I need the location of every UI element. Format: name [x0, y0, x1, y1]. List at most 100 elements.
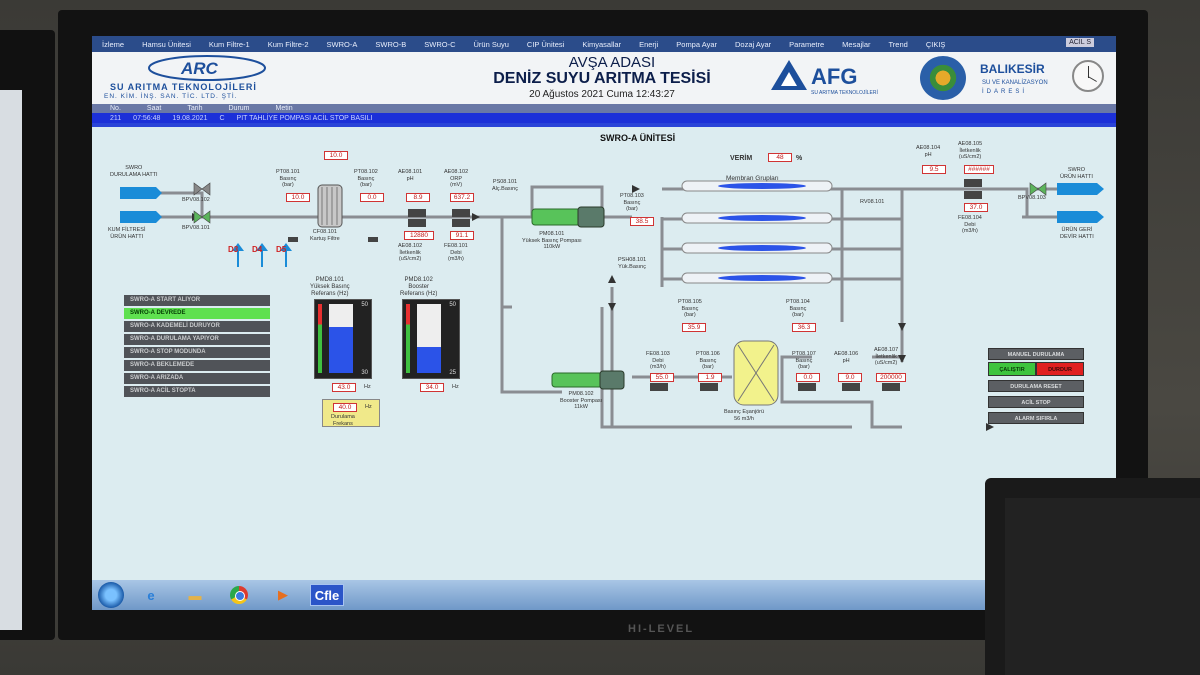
folder-icon[interactable]: ▬ — [188, 587, 202, 603]
left-monitor — [0, 30, 55, 640]
pmd101-label: PMD8.101 Yüksek Basınç Referans (Hz) — [310, 277, 350, 298]
alarm-reset-button[interactable]: ALARM SIFIRLA — [988, 412, 1084, 424]
menu-item[interactable]: CIP Ünitesi — [526, 39, 565, 49]
balikesir-text: BALIKESİR — [980, 62, 1045, 76]
pt105-label: PT08.105 Basınç (bar) — [678, 299, 702, 319]
menu-item[interactable]: Dozaj Ayar — [735, 39, 772, 49]
psh101-label: PSH08.101 Yük.Basınç — [618, 257, 647, 270]
ae106-label: AE08.106 pH — [834, 351, 859, 364]
gauge-fill — [417, 347, 441, 373]
datetime: 20 Ağustos 2021 Cuma 12:43:27 — [529, 89, 675, 100]
fe104-label: FE08.104 Debi (m3/h) — [958, 215, 982, 235]
balikesir-sub1: SU VE KANALİZASYON — [982, 80, 1048, 86]
flush-frequency-value[interactable]: 40.0 — [333, 403, 357, 412]
emergency-stop-button[interactable]: ACİL STOP — [988, 396, 1084, 408]
ie-icon[interactable]: e — [147, 587, 155, 603]
ae105b-value: 37.0 — [964, 203, 988, 212]
pt104-value: 36.3 — [792, 323, 816, 332]
dosing-d5-label: D5 — [276, 245, 287, 254]
swro-product-line-label: SWRO ÜRÜN HATTI — [1060, 167, 1093, 180]
pt102-value: 0.0 — [360, 193, 384, 202]
hmi-app-taskbar-button[interactable]: Cfle — [310, 584, 344, 606]
menu-item[interactable]: Hamsu Ünitesi — [142, 39, 191, 49]
bpv102-label: BPV08.102 — [182, 197, 210, 203]
menu-item[interactable]: Kum Filtre-2 — [267, 39, 309, 49]
afg-logo-sub: SU ARITMA TEKNOLOJİLERİ — [811, 89, 878, 96]
ae101-label: AE08.101 pH — [398, 169, 423, 182]
pt107-label: PT08.107 Basınç (bar) — [792, 351, 816, 371]
flush-reset-button[interactable]: DURULAMA RESET — [988, 380, 1084, 392]
arc-logo-text: ARC — [180, 59, 219, 78]
menu-item[interactable]: Enerji — [639, 39, 659, 49]
balikesir-sub2: İDARESİ — [982, 89, 1028, 95]
verim-label: VERİM — [730, 155, 753, 162]
ae102-value: 637.2 — [450, 193, 474, 202]
stop-button[interactable]: DURDUR — [1036, 362, 1084, 376]
menu-item[interactable]: Kum Filtre-1 — [208, 39, 250, 49]
menu-item[interactable]: ÇIKIŞ — [925, 39, 946, 49]
pt101-label: PT08.101 Basınç (bar) — [276, 169, 300, 189]
right-monitor-screen — [1005, 498, 1200, 675]
ae105-value: ###### — [964, 165, 994, 174]
pt106-value: 1.9 — [698, 373, 722, 382]
right-monitor — [985, 478, 1200, 675]
flush-frequency-panel[interactable]: 40.0 Hz Durulama Frekans — [322, 399, 380, 427]
hp-pump-label: PM08.101 Yüksek Basınç Pompası 110kW — [522, 231, 582, 251]
swro-flush-line-label: SWRO DURULAMA HATTI — [110, 165, 158, 178]
booster-frequency-value: 34.0 — [420, 383, 444, 392]
status-item: SWRO-A DURULAMA YAPIYOR — [124, 334, 270, 345]
alarm-cell: 07:56:48 — [133, 114, 161, 122]
top-pressure-value: 10.0 — [324, 151, 348, 160]
menu-item[interactable]: SWRO-C — [424, 39, 456, 49]
verim-unit: % — [796, 155, 803, 162]
arc-logo: ARC — [148, 55, 266, 81]
menu-item[interactable]: SWRO-A — [326, 39, 358, 49]
process-piping — [120, 179, 1104, 431]
menu-bar: İzleme Hamsu Ünitesi Kum Filtre-1 Kum Filtr… — [92, 36, 1116, 52]
menu-item[interactable]: Ürün Suyu — [473, 39, 509, 49]
alarm-cell: PIT TAHLİYE POMPASI ACİL STOP BASILI — [236, 114, 373, 122]
menu-item[interactable]: SWRO-B — [375, 39, 407, 49]
left-monitor-screen — [0, 90, 22, 630]
acil-stop-menu[interactable]: ACİL S — [1066, 38, 1094, 47]
menu-item[interactable]: Kimyasallar — [582, 39, 622, 49]
fe101-value: 91.1 — [450, 231, 474, 240]
rv101-label: RV08.101 — [860, 199, 885, 205]
arc-company-line2: EN. KİM. İNŞ. SAN. TİC. LTD. ŞTİ. — [104, 93, 238, 100]
ae104-label: AE08.104 pH — [916, 145, 941, 158]
afg-logo: AFG SU ARITMA TEKNOLOJİLERİ — [771, 60, 878, 96]
menu-item[interactable]: Mesajlar — [842, 39, 871, 49]
chrome-icon[interactable] — [222, 584, 256, 606]
alarm-column-header: Tarih — [187, 105, 203, 112]
page-title-line1: AVŞA ADASI — [568, 54, 656, 71]
status-item: SWRO-A START ALIYOR — [124, 295, 270, 306]
membrane-groups-label: Membran Grupları — [726, 175, 779, 182]
bpv103-label: BPV08.103 — [1018, 195, 1046, 201]
run-button[interactable]: ÇALIŞTIR — [988, 362, 1036, 376]
alarm-underline — [92, 123, 1116, 127]
flush-frequency-unit: Hz — [365, 404, 372, 410]
pt105-value: 35.9 — [682, 323, 706, 332]
booster-pump-label: PM08.102 Booster Pompası 11kW — [560, 391, 603, 411]
manual-flush-button[interactable]: MANUEL DURULAMA — [988, 348, 1084, 360]
ae102b-label: AE08.102 İletkenlik (uS/cm2) — [398, 243, 423, 263]
pt101-value: 10.0 — [286, 193, 310, 202]
ae104-value: 9.5 — [922, 165, 946, 174]
alarm-column-header: Metin — [275, 105, 293, 112]
status-item: SWRO-A ACİL STOPTA — [124, 386, 270, 397]
process-area: SWRO-A ÜNİTESİ — [92, 127, 1116, 580]
media-player-icon[interactable]: ▶ — [278, 587, 288, 602]
status-item: SWRO-A KADEMELİ DURUYOR — [124, 321, 270, 332]
fe103-label: FE08.103 Debi (m3/h) — [646, 351, 670, 371]
pressure-exchanger-label: Basınç Eşanjörü 56 m3/h — [724, 409, 765, 422]
menu-item[interactable]: Trend — [888, 39, 908, 49]
section-title: SWRO-A ÜNİTESİ — [600, 133, 676, 143]
pt107-value: 0.0 — [796, 373, 820, 382]
pt103-value: 38.5 — [630, 217, 654, 226]
menu-item[interactable]: Parametre — [789, 39, 825, 49]
start-button[interactable] — [98, 582, 124, 608]
menu-item[interactable]: Pompa Ayar — [676, 39, 717, 49]
bpv101-label: BPV08.101 — [182, 225, 210, 231]
menu-item[interactable]: İzleme — [102, 39, 125, 49]
